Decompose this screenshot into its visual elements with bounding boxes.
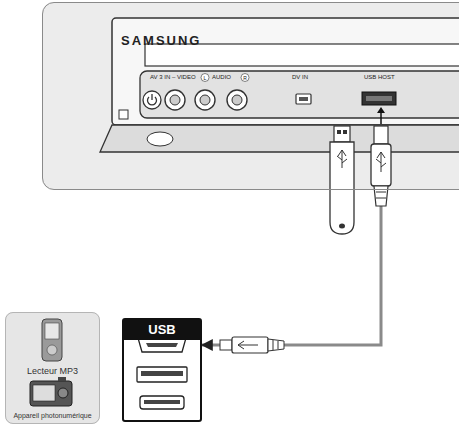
usb-logo: [337, 150, 347, 168]
card-icon: [144, 400, 180, 404]
usb-plug: [376, 198, 386, 199]
usb-stick: [330, 142, 354, 234]
mini-plug: [273, 340, 274, 350]
mini-plug: [232, 337, 268, 353]
device-node: USB: [122, 318, 202, 422]
node-title: Lecteur MP3: [6, 365, 99, 377]
usb-plug: [371, 144, 391, 186]
usb-a-icon: [141, 371, 183, 376]
camera: [58, 377, 66, 381]
usb-port: [366, 96, 392, 101]
device-node: Lecteur MP3Appareil photonumérique: [5, 312, 100, 424]
insert-arrow: [380, 112, 382, 124]
device-front: [112, 18, 459, 125]
channel-ring: [201, 74, 209, 82]
dv-port: [296, 94, 311, 104]
usb-stick: [339, 224, 345, 229]
camera: [33, 385, 55, 401]
device-box-ground: [5, 312, 100, 424]
usb-plug: [376, 192, 386, 193]
mini-usb-icon: [138, 338, 186, 352]
mini-usb-icon: [146, 343, 178, 347]
jack: [232, 95, 242, 105]
jack: [227, 90, 247, 110]
jack: [165, 90, 185, 110]
usb-stick: [337, 130, 341, 134]
camera: [58, 388, 68, 398]
jack: [200, 95, 210, 105]
mini-plug: [220, 340, 232, 350]
jack: [170, 95, 180, 105]
front-flap: [100, 125, 459, 152]
port-label: AUDIO: [212, 74, 231, 81]
port-label: DV IN: [292, 74, 308, 81]
node-title: USB: [124, 320, 200, 340]
insert-arrow: [377, 107, 385, 113]
usb-stick: [334, 126, 350, 142]
sensor-oval: [147, 132, 173, 146]
usb-box-ground: [122, 318, 202, 422]
node-title: SAMSUNG: [121, 33, 201, 49]
power-symbol: [151, 94, 152, 100]
usb-a-icon: [137, 367, 187, 382]
device-node: SAMSUNG: [42, 2, 459, 190]
card-icon: [140, 396, 184, 409]
mp3-player: [42, 319, 62, 361]
frame-ground: [42, 2, 459, 190]
usb-logo: [376, 152, 386, 172]
usb-logo: [238, 341, 258, 349]
port-strip: [140, 71, 459, 118]
port-label: R: [240, 75, 250, 81]
port-label: AV 3 IN – VIDEO: [150, 74, 196, 81]
mp3-player: [45, 323, 59, 339]
power-button: [143, 91, 161, 109]
dv-port: [299, 97, 308, 101]
camera: [30, 381, 72, 406]
mp3-player: [47, 345, 57, 355]
usb-port: [362, 92, 396, 105]
usb-stick: [343, 130, 347, 134]
mini-plug: [268, 339, 284, 351]
port-label: L: [200, 75, 210, 81]
channel-ring: [241, 74, 249, 82]
node-text: Appareil photonumérique: [6, 411, 99, 421]
usb-plug: [374, 186, 388, 206]
switch: [119, 110, 128, 119]
port-label: USB HOST: [364, 74, 395, 81]
mini-plug: [278, 341, 279, 349]
usb-plug: [374, 126, 388, 144]
jack: [195, 90, 215, 110]
